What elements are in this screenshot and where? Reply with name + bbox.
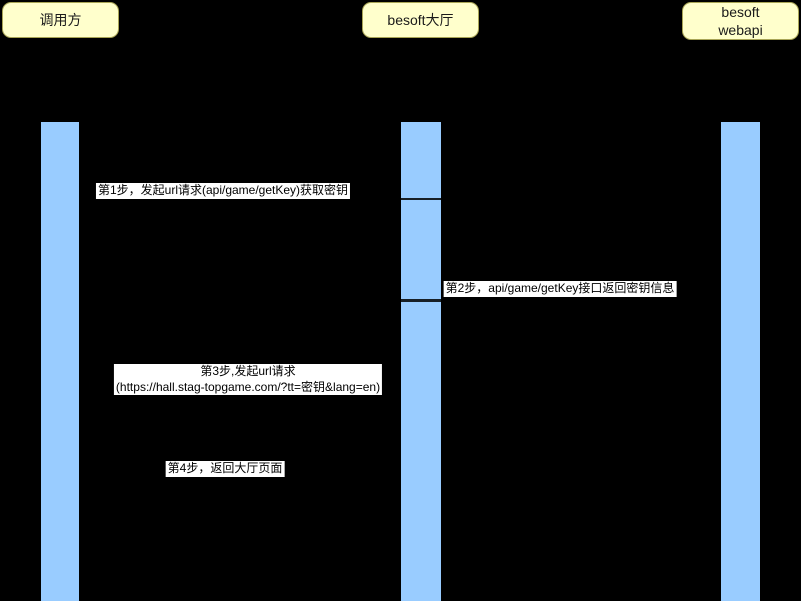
lifeline-webapi (740, 40, 741, 122)
lifeline-caller (60, 38, 61, 122)
message-label-step1: 第1步，发起url请求(api/game/getKey)获取密钥 (95, 183, 351, 199)
message-label-step3: 第3步,发起url请求 (https://hall.stag-topgame.c… (113, 364, 383, 395)
participant-hall: besoft大厅 (362, 2, 479, 38)
participant-webapi: besoft webapi (682, 2, 799, 40)
participant-caller-label: 调用方 (39, 12, 82, 28)
participant-hall-label: besoft大厅 (387, 12, 454, 28)
message-label-step4: 第4步，返回大厅页面 (165, 461, 285, 477)
message-label-step2: 第2步，api/game/getKey接口返回密钥信息 (443, 281, 677, 297)
message-arrow-step1 (79, 198, 721, 200)
participant-webapi-label: besoft webapi (718, 4, 763, 38)
message-label-step3-line2: (https://hall.stag-topgame.com/?tt=密钥&la… (115, 379, 381, 394)
activation-bar-hall (401, 122, 441, 601)
message-arrow-step3 (79, 399, 401, 401)
message-label-step3-line1: 第3步,发起url请求 (200, 364, 296, 378)
lifeline-hall (420, 38, 421, 122)
message-arrow-step4 (79, 477, 401, 479)
activation-bar-caller (41, 122, 79, 601)
activation-bar-webapi (721, 122, 760, 601)
message-arrow-step2 (79, 299, 721, 302)
participant-caller: 调用方 (2, 2, 119, 38)
